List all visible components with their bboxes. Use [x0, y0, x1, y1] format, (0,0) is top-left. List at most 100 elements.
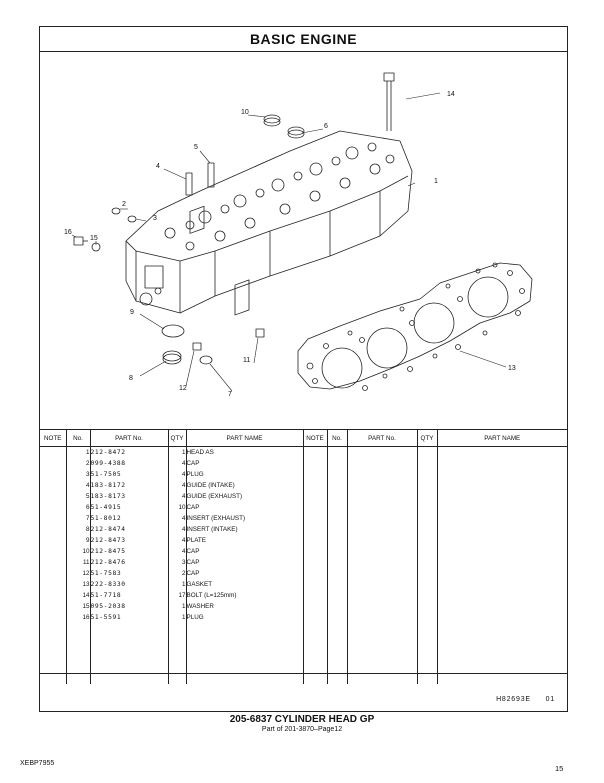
- part-name-right: [436, 458, 567, 469]
- quantity: 4: [167, 535, 186, 546]
- quantity-right: [416, 458, 437, 469]
- part-name: PLUG: [185, 469, 303, 480]
- note-cell: [40, 447, 66, 459]
- part-number-right: [346, 524, 417, 535]
- quantity: 1: [167, 446, 186, 458]
- part-number-right: [346, 513, 417, 524]
- quantity-right: [416, 480, 437, 491]
- quantity: 4: [167, 469, 186, 480]
- item-number-right: [326, 568, 347, 579]
- note-cell: [40, 491, 66, 502]
- callout-14: 14: [447, 91, 455, 98]
- col-part-no: PART No.: [89, 429, 168, 447]
- note-cell: [40, 458, 66, 469]
- reference-strip: H82693E 01: [40, 673, 567, 712]
- note-cell-right: [302, 568, 327, 579]
- quantity: 4: [167, 546, 186, 557]
- note-cell-right: [302, 502, 327, 513]
- item-number-right: [326, 469, 347, 480]
- callout-3: 3: [153, 215, 157, 222]
- cylinder-head-drawing: [71, 72, 533, 392]
- note-cell-right: [302, 480, 327, 491]
- item-number-right: [326, 546, 347, 557]
- quantity: 4: [167, 513, 186, 524]
- note-cell: [40, 601, 66, 612]
- part-name: HEAD AS: [185, 446, 303, 458]
- part-number: 212-8476: [89, 557, 168, 568]
- part-name-right: [436, 601, 567, 612]
- item-number-right: [326, 446, 347, 458]
- col-qty-right: QTY: [416, 429, 437, 447]
- note-cell-right: [302, 535, 327, 546]
- part-name-right: [436, 502, 567, 513]
- part-number: 212-8472: [89, 446, 168, 458]
- callout-7: 7: [228, 391, 232, 398]
- part-number-right: [346, 546, 417, 557]
- part-name-right: [436, 590, 567, 601]
- quantity: 1: [167, 579, 186, 590]
- note-cell: [40, 469, 66, 480]
- note-cell-right: [302, 557, 327, 568]
- item-number-right: [326, 513, 347, 524]
- quantity-right: [416, 513, 437, 524]
- callout-8: 8: [129, 375, 133, 382]
- note-cell: [40, 502, 66, 513]
- quantity: 3: [167, 557, 186, 568]
- part-number: 183-8173: [89, 491, 168, 502]
- item-number: 15: [65, 601, 90, 612]
- note-cell: [40, 612, 66, 623]
- note-cell: [40, 480, 66, 491]
- col-no: No.: [65, 429, 90, 447]
- quantity-right: [416, 612, 437, 623]
- quantity: 1: [167, 612, 186, 623]
- callout-11: 11: [243, 357, 251, 364]
- part-number: 222-8330: [89, 579, 168, 590]
- note-cell-right: [302, 601, 327, 612]
- page-title: BASIC ENGINE: [40, 27, 567, 52]
- col-note: NOTE: [40, 429, 66, 447]
- part-name: GUIDE (EXHAUST): [185, 491, 303, 502]
- part-name: GASKET: [185, 579, 303, 590]
- part-number: 51-5591: [89, 612, 168, 623]
- note-cell-right: [302, 590, 327, 601]
- item-number: 9: [65, 535, 90, 546]
- note-cell: [40, 524, 66, 535]
- part-number: 183-8172: [89, 480, 168, 491]
- item-number: 4: [65, 480, 90, 491]
- note-cell-right: [302, 458, 327, 469]
- part-number-right: [346, 491, 417, 502]
- callout-4: 4: [156, 163, 160, 170]
- part-number-right: [346, 535, 417, 546]
- page-number: 15: [555, 764, 564, 773]
- note-cell-right: [302, 546, 327, 557]
- quantity-right: [416, 557, 437, 568]
- part-name-right: [436, 568, 567, 579]
- item-number-right: [326, 524, 347, 535]
- item-number-right: [326, 557, 347, 568]
- part-name: WASHER: [185, 601, 303, 612]
- quantity-right: [416, 601, 437, 612]
- exploded-view-illustration: 14 10 6 5 4 1 2 3 16 15 9 11 13 8 12 7: [40, 51, 567, 455]
- part-name: CAP: [185, 557, 303, 568]
- part-name-right: [436, 513, 567, 524]
- col-no-right: No.: [326, 429, 347, 447]
- part-number-right: [346, 480, 417, 491]
- gasket-holes: [306, 262, 525, 391]
- part-name: CAP: [185, 458, 303, 469]
- item-number-right: [326, 590, 347, 601]
- quantity: 10: [167, 502, 186, 513]
- quantity-right: [416, 546, 437, 557]
- col-part-name-right: PART NAME: [436, 429, 567, 447]
- part-number-right: [346, 601, 417, 612]
- item-number: 1: [65, 446, 90, 458]
